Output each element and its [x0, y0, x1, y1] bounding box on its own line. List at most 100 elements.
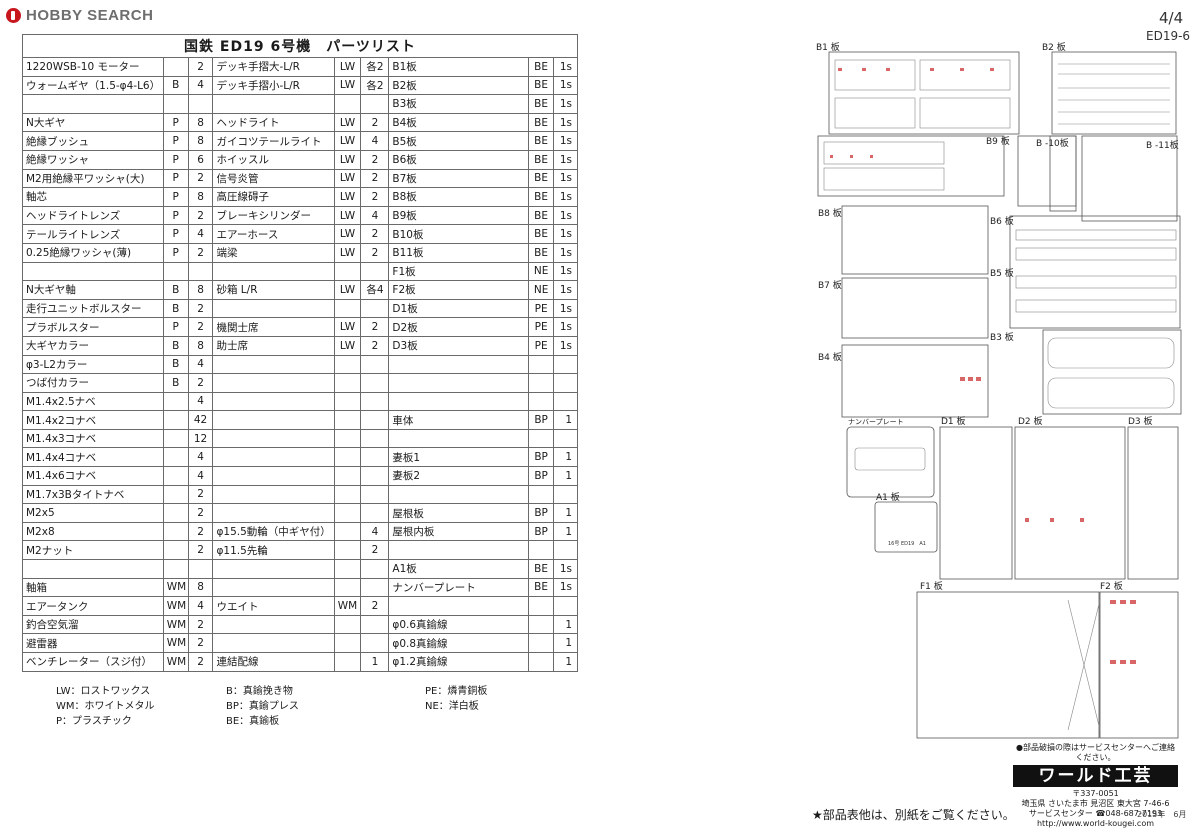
company-notice: ●部品破損の際はサービスセンターへご連絡ください。 [1016, 743, 1175, 762]
part-qty-cell: 2 [187, 614, 214, 635]
sheet-qty-cell: 1 [553, 652, 578, 672]
company-service-phone: サービスセンター ☎048-687-7193 [1028, 809, 1163, 818]
part-qty-cell [360, 373, 390, 393]
part-qty-cell: 8 [187, 187, 214, 207]
sheet-label-b8: B8 板 [818, 207, 842, 219]
part-name-cell [212, 354, 335, 375]
sheet-name-cell [388, 391, 530, 412]
part-material-cell [162, 540, 189, 561]
sheet-qty-cell: 1s [553, 149, 578, 170]
part-name-cell: 軸箱 [22, 577, 164, 598]
b4-sheet [841, 344, 989, 418]
part-material-cell [333, 391, 362, 412]
sheet-material-cell [528, 354, 555, 375]
part-qty-cell: 8 [187, 335, 214, 356]
part-qty-cell: 6 [187, 149, 214, 170]
b1-sheet [828, 51, 1020, 135]
part-qty-cell: 4 [187, 447, 214, 468]
sheet-material-cell [528, 391, 555, 412]
part-name-cell: N大ギヤ軸 [22, 280, 164, 300]
part-qty-cell: 8 [187, 131, 214, 151]
sheet-label-b10: B -10板 [1036, 137, 1069, 149]
sheet-material-cell: BE [528, 75, 555, 96]
b2-sheet [1051, 51, 1177, 135]
part-qty-cell: 2 [187, 373, 214, 393]
hobby-search-logo: HOBBY SEARCH [6, 6, 153, 24]
part-material-cell: B [162, 280, 189, 300]
part-qty-cell: 4 [360, 131, 390, 151]
part-name-cell [212, 447, 335, 468]
sheet-qty-cell: 1s [553, 57, 578, 77]
b9-sheet-frame [817, 135, 1005, 197]
part-name-cell [212, 298, 335, 319]
sheet-qty-cell: 1 [553, 614, 578, 635]
part-material-cell: WM [162, 614, 189, 635]
part-qty-cell: 4 [187, 224, 214, 244]
sheet-qty-cell: 1s [553, 317, 578, 337]
part-material-cell: P [162, 168, 189, 189]
part-material-cell [162, 391, 189, 412]
part-name-cell: 絶縁ブッシュ [22, 131, 164, 151]
sheet-qty-cell: 1 [553, 410, 578, 430]
part-material-cell [333, 652, 362, 672]
part-qty-cell: 8 [187, 577, 214, 598]
part-material-cell [162, 503, 189, 523]
part-material-cell: LW [333, 131, 362, 151]
part-qty-cell: 2 [360, 187, 390, 207]
part-qty-cell: 各4 [360, 280, 390, 300]
sheet-material-cell: BP [528, 410, 555, 430]
sheet-material-cell: BE [528, 205, 555, 226]
part-name-cell: つば付カラー [22, 373, 164, 393]
part-material-cell: WM [162, 577, 189, 598]
sheet-material-cell: BE [528, 131, 555, 151]
sheet-material-cell [528, 428, 555, 449]
sheet-material-cell: BE [528, 94, 555, 114]
part-name-cell: M1.4x3コナベ [22, 428, 164, 449]
part-name-cell: 絶縁ワッシャ [22, 149, 164, 170]
part-qty-cell: 2 [187, 317, 214, 337]
part-qty-cell [360, 484, 390, 505]
sheet-name-cell: B10板 [388, 224, 530, 244]
part-name-cell: 避雷器 [22, 633, 164, 653]
sheet-material-cell: BE [528, 242, 555, 263]
sheet-label-b7: B7 板 [818, 279, 842, 291]
company-block: ●部品破損の際はサービスセンターへご連絡ください。 ワールド工芸 〒337-00… [1013, 743, 1178, 829]
part-material-cell: P [162, 242, 189, 263]
part-qty-cell: 2 [187, 540, 214, 561]
sheet-qty-cell: 1s [553, 577, 578, 598]
sheet-material-cell: BE [528, 149, 555, 170]
sheet-name-cell: 屋根板 [388, 503, 530, 523]
part-qty-cell [360, 614, 390, 635]
part-qty-cell: 2 [187, 652, 214, 672]
part-material-cell [333, 521, 362, 542]
part-name-cell: デッキ手摺小-L/R [212, 75, 335, 96]
part-material-cell: B [162, 298, 189, 319]
part-qty-cell [360, 391, 390, 412]
sheet-name-cell [388, 540, 530, 561]
b10-sheet [1049, 135, 1077, 212]
part-name-cell [212, 410, 335, 430]
part-name-cell: M1.4x6コナベ [22, 466, 164, 486]
part-material-cell [162, 447, 189, 468]
sheet-material-cell [528, 373, 555, 393]
sheet-label-b3: B3 板 [990, 331, 1014, 343]
part-qty-cell: 8 [187, 112, 214, 133]
part-qty-cell: 2 [187, 521, 214, 542]
part-material-cell: WM [162, 596, 189, 616]
part-name-cell: エアータンク [22, 596, 164, 616]
sheet-qty-cell: 1 [553, 447, 578, 468]
sheet-label-b2: B2 板 [1042, 41, 1066, 53]
part-name-cell: M2用絶縁平ワッシャ(大) [22, 168, 164, 189]
sheet-material-cell [528, 596, 555, 616]
part-name-cell: 信号炎管 [212, 168, 335, 189]
b3-sheet [1042, 329, 1182, 415]
sheet-name-cell: B7板 [388, 168, 530, 189]
sheet-name-cell: B4板 [388, 112, 530, 133]
f1-sheet [916, 591, 1100, 739]
b6-b5-sheet [1009, 215, 1181, 329]
legend-col-2: B：真鍮挽き物 BP：真鍮プレス BE：真鍮板 [226, 684, 396, 729]
